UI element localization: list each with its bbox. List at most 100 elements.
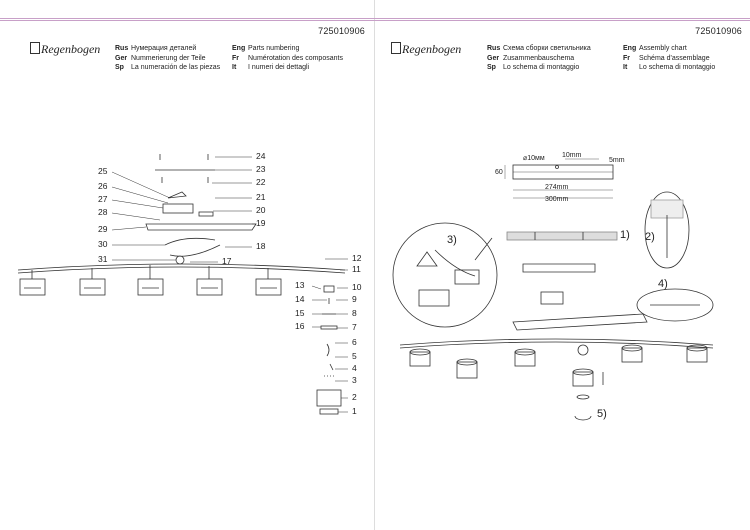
part-number-3: 3 <box>352 375 357 385</box>
parts-diagram <box>17 154 348 415</box>
wire <box>164 237 216 246</box>
lamp-bar <box>17 266 346 274</box>
lamp-bar <box>17 263 346 271</box>
dim-hole: ⌀10мм <box>523 155 545 162</box>
brand-name: Regenbogen <box>402 42 462 56</box>
header-rule <box>375 18 750 19</box>
part-number-14: 14 <box>295 294 305 304</box>
warning-triangle-icon <box>416 251 438 267</box>
bracket-plate <box>522 263 596 273</box>
dim-5mm: 5mm <box>609 157 625 164</box>
dim-60: 60 <box>495 169 503 176</box>
part-number-7: 7 <box>352 322 357 332</box>
step-2-label: 2) <box>645 231 655 243</box>
dim-274mm: 274mm <box>545 184 569 191</box>
part-number-11: 11 <box>352 264 361 274</box>
brand-name: Regenbogen <box>41 42 101 56</box>
part-number-21: 21 <box>256 192 266 202</box>
part-number-29: 29 <box>98 224 108 234</box>
brand-logo: Regenbogen <box>391 42 461 57</box>
part-number-30: 30 <box>98 239 108 249</box>
part-number-16: 16 <box>295 321 305 331</box>
part-number-17: 17 <box>222 256 232 266</box>
part-number-9: 9 <box>352 294 357 304</box>
article-code: 725010906 <box>695 26 742 36</box>
driver-box <box>540 291 564 305</box>
part-number-2: 2 <box>352 392 357 402</box>
rotate-arrow-icon <box>574 415 592 421</box>
part-number-26: 26 <box>98 181 108 191</box>
terminal-block <box>418 289 450 307</box>
dim-300mm: 300mm <box>545 196 569 203</box>
article-code: 725010906 <box>318 26 365 36</box>
leader-lines <box>111 156 348 413</box>
logo-icon <box>391 42 401 54</box>
wire <box>169 244 221 257</box>
led-bulb <box>577 344 589 356</box>
part-number-8: 8 <box>352 308 357 318</box>
part-number-23: 23 <box>256 164 266 174</box>
part-number-13: 13 <box>295 280 305 290</box>
connector-block <box>454 269 480 285</box>
assembly-diagram <box>392 158 714 421</box>
wire-clip <box>175 255 185 265</box>
hole <box>555 165 559 169</box>
part-number-25: 25 <box>98 166 108 176</box>
part-number-24: 24 <box>256 151 266 161</box>
small-parts-column <box>316 285 342 415</box>
detail-circle-wiring <box>392 222 498 328</box>
dim-10mm: 10mm <box>562 152 582 159</box>
part-number-27: 27 <box>98 194 108 204</box>
step-3-label: 3) <box>447 234 457 246</box>
step-1-label: 1) <box>620 229 630 241</box>
part-number-20: 20 <box>256 205 266 215</box>
wire <box>434 249 476 277</box>
header-rule <box>375 20 750 21</box>
part-number-5: 5 <box>352 351 357 361</box>
part-number-10: 10 <box>352 282 362 292</box>
lamp-bar <box>399 341 714 349</box>
lamp-shades <box>409 344 708 400</box>
bracket-plate <box>145 223 257 231</box>
part-number-22: 22 <box>256 177 266 187</box>
lamp-shades <box>19 265 282 296</box>
lamp-bar <box>399 338 714 346</box>
brand-logo: Regenbogen <box>30 42 100 57</box>
terminal <box>198 211 214 217</box>
screwdriver <box>474 237 493 261</box>
step-5-label: 5) <box>597 408 607 420</box>
wall-section <box>650 199 684 219</box>
driver-box <box>162 203 194 214</box>
part-number-4: 4 <box>352 363 357 373</box>
part-number-28: 28 <box>98 207 108 217</box>
part-number-12: 12 <box>352 253 362 263</box>
part-number-19: 19 <box>256 218 266 228</box>
page-fold <box>374 0 375 530</box>
step-4-label: 4) <box>658 278 668 290</box>
header-rule <box>0 18 375 19</box>
part-number-31: 31 <box>98 254 108 264</box>
ceiling-block <box>506 231 618 241</box>
connector-block <box>167 191 187 199</box>
part-number-6: 6 <box>352 337 357 347</box>
header-rule <box>0 20 375 21</box>
logo-icon <box>30 42 40 54</box>
part-number-1: 1 <box>352 406 357 416</box>
part-number-15: 15 <box>295 308 305 318</box>
part-number-18: 18 <box>256 241 266 251</box>
canopy-plate <box>512 313 648 331</box>
